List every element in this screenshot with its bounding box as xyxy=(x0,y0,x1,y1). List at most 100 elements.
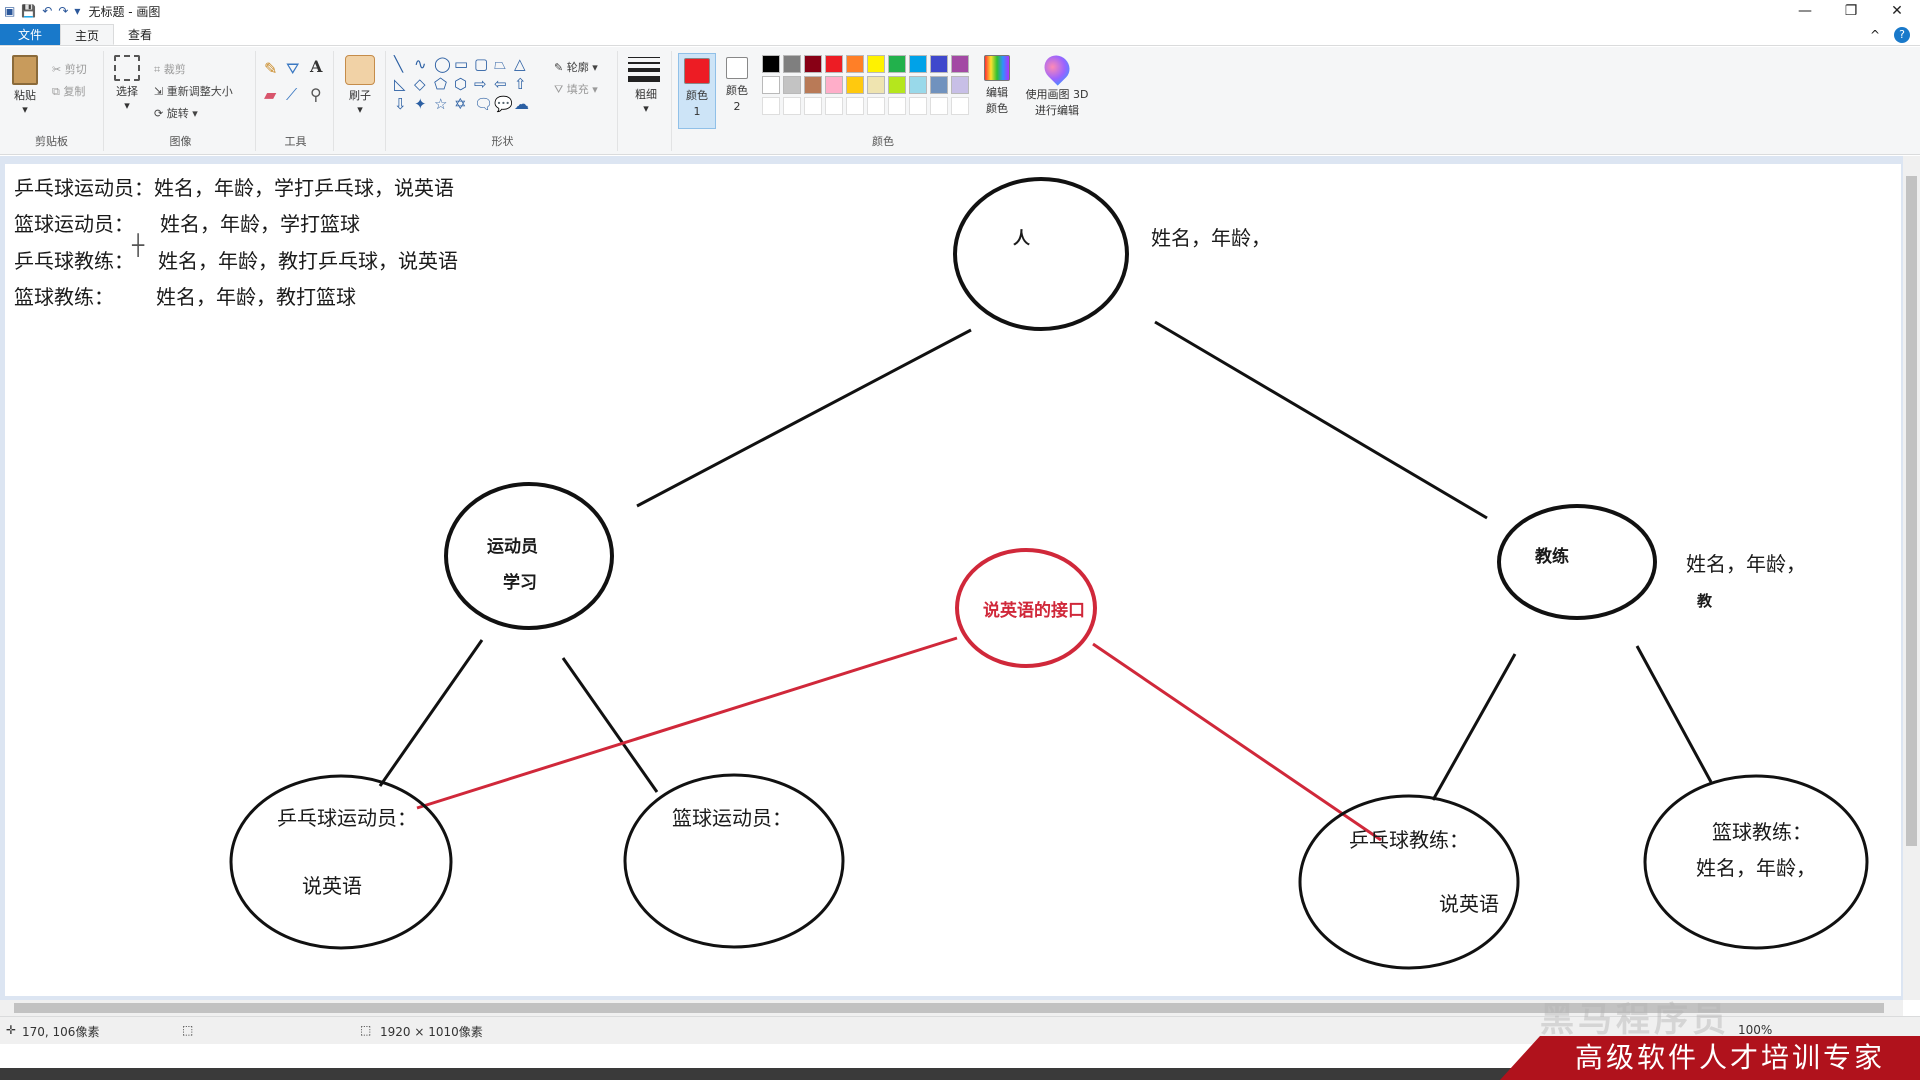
cloud-callout-shape-icon[interactable]: ☁ xyxy=(514,95,529,113)
ribbon: 粘贴 ▾ ✂ 剪切 ⧉ 复制 剪贴板 选择 ▾ ⌗ 裁剪 ⇲ 重新调整大小 ⟳ … xyxy=(0,47,1920,155)
outline-button[interactable]: ✎ 轮廓 ▾ xyxy=(554,61,598,74)
palette-color-swatch[interactable] xyxy=(825,76,843,94)
palette-color-swatch[interactable] xyxy=(951,76,969,94)
crop-button[interactable]: ⌗ 裁剪 xyxy=(154,63,186,76)
maximize-button[interactable]: ❐ xyxy=(1844,3,1858,19)
four-point-star-shape-icon[interactable]: ✦ xyxy=(414,95,427,113)
horizontal-scrollbar[interactable] xyxy=(0,1000,1903,1016)
color-picker-icon[interactable]: ⟋ xyxy=(286,85,298,104)
palette-color-swatch[interactable] xyxy=(930,76,948,94)
edit-with-paint3d-button[interactable]: 使用画图 3D 进行编辑 xyxy=(1024,50,1090,119)
help-icon[interactable]: ? xyxy=(1894,27,1910,43)
color1-button[interactable]: 颜色 1 xyxy=(678,53,716,129)
palette-color-swatch[interactable] xyxy=(804,55,822,73)
palette-color-swatch[interactable] xyxy=(846,55,864,73)
triangle-shape-icon[interactable]: △ xyxy=(514,55,526,73)
palette-color-swatch[interactable] xyxy=(909,55,927,73)
drawing-canvas[interactable]: 乒乓球运动员：姓名，年龄，学打乒乓球，说英语 篮球运动员： 姓名，年龄，学打篮球… xyxy=(5,164,1901,996)
pentagon-shape-icon[interactable]: ⬠ xyxy=(434,75,448,93)
line-weight-icon xyxy=(628,57,660,82)
curve-shape-icon[interactable]: ∿ xyxy=(414,55,427,73)
polygon-shape-icon[interactable]: ⏢ xyxy=(494,55,507,73)
palette-color-swatch[interactable] xyxy=(825,97,843,115)
quick-access-toolbar: ▣ 💾 ↶ ↷ ▾ xyxy=(0,4,80,18)
palette-color-swatch[interactable] xyxy=(930,55,948,73)
resize-button[interactable]: ⇲ 重新调整大小 xyxy=(154,85,233,98)
canvas-size-icon: ⬚ xyxy=(360,1023,372,1037)
palette-color-swatch[interactable] xyxy=(930,97,948,115)
up-arrow-shape-icon[interactable]: ⇧ xyxy=(514,75,527,93)
palette-color-swatch[interactable] xyxy=(951,55,969,73)
line-shape-icon[interactable]: ╲ xyxy=(394,55,404,73)
close-button[interactable]: ✕ xyxy=(1891,3,1903,19)
palette-color-swatch[interactable] xyxy=(867,76,885,94)
diamond-shape-icon[interactable]: ◇ xyxy=(414,75,426,93)
line-interface-pp-athlete xyxy=(416,636,958,810)
vertical-scrollbar[interactable] xyxy=(1903,156,1920,1000)
right-triangle-shape-icon[interactable]: ◺ xyxy=(394,75,406,93)
palette-color-swatch[interactable] xyxy=(804,97,822,115)
paste-button[interactable]: 粘贴 ▾ xyxy=(8,55,42,117)
fill-bucket-icon[interactable]: ⛛ xyxy=(286,59,300,78)
size-button[interactable]: 粗细 ▾ xyxy=(628,57,664,116)
minimize-button[interactable]: — xyxy=(1798,3,1812,19)
rounded-rectangle-shape-icon[interactable]: ▢ xyxy=(474,55,489,73)
oval-callout-shape-icon[interactable]: 💬 xyxy=(494,95,513,113)
tab-view[interactable]: 查看 xyxy=(128,28,153,42)
edit-colors-button[interactable]: 编辑颜色 xyxy=(980,55,1014,117)
customize-dropdown-icon[interactable]: ▾ xyxy=(74,4,81,18)
palette-color-swatch[interactable] xyxy=(783,55,801,73)
line-athlete-bb xyxy=(561,657,659,793)
palette-color-swatch[interactable] xyxy=(888,55,906,73)
rotate-button[interactable]: ⟳ 旋转 ▾ xyxy=(154,107,198,120)
tab-home[interactable]: 主页 xyxy=(60,24,115,45)
tab-file[interactable]: 文件 xyxy=(0,24,61,45)
palette-color-swatch[interactable] xyxy=(888,97,906,115)
oval-shape-icon[interactable]: ◯ xyxy=(434,55,451,73)
collapse-ribbon-icon[interactable]: ^ xyxy=(1869,28,1880,42)
palette-color-swatch[interactable] xyxy=(762,97,780,115)
five-point-star-shape-icon[interactable]: ☆ xyxy=(434,95,448,113)
right-arrow-shape-icon[interactable]: ⇨ xyxy=(474,75,487,93)
magnifier-icon[interactable]: ⚲ xyxy=(310,85,322,104)
palette-color-swatch[interactable] xyxy=(867,97,885,115)
palette-color-swatch[interactable] xyxy=(762,76,780,94)
fill-button[interactable]: ⛛ 填充 ▾ xyxy=(554,83,598,96)
palette-color-swatch[interactable] xyxy=(951,97,969,115)
palette-color-swatch[interactable] xyxy=(909,76,927,94)
rectangle-shape-icon[interactable]: ▭ xyxy=(454,55,469,73)
palette-color-swatch[interactable] xyxy=(762,55,780,73)
eraser-icon[interactable]: ▰ xyxy=(264,85,277,104)
scissors-icon: ✂ xyxy=(52,63,65,76)
redo-icon[interactable]: ↷ xyxy=(58,4,69,18)
color2-button[interactable]: 颜色 2 xyxy=(720,57,754,115)
hexagon-shape-icon[interactable]: ⬡ xyxy=(454,75,468,93)
six-point-star-shape-icon[interactable]: ✡ xyxy=(454,95,467,113)
left-arrow-shape-icon[interactable]: ⇦ xyxy=(494,75,507,93)
undo-icon[interactable]: ↶ xyxy=(42,4,53,18)
cursor-position: 170, 106像素 xyxy=(22,1025,100,1039)
save-icon[interactable]: 💾 xyxy=(21,4,37,18)
down-arrow-shape-icon[interactable]: ⇩ xyxy=(394,95,407,113)
bb-coach-label: 篮球教练： xyxy=(1712,820,1812,844)
callout-shape-icon[interactable]: 🗨 xyxy=(474,95,494,113)
pencil-icon[interactable]: ✎ xyxy=(264,59,278,78)
copy-button[interactable]: ⧉ 复制 xyxy=(52,85,86,98)
palette-color-swatch[interactable] xyxy=(846,97,864,115)
palette-color-swatch[interactable] xyxy=(804,76,822,94)
palette-color-swatch[interactable] xyxy=(825,55,843,73)
cut-button[interactable]: ✂ 剪切 xyxy=(52,63,87,76)
brushes-button[interactable]: 刷子 ▾ xyxy=(342,55,378,117)
select-button[interactable]: 选择 ▾ xyxy=(112,55,142,113)
interface-node xyxy=(955,548,1097,668)
palette-color-swatch[interactable] xyxy=(909,97,927,115)
coach-node xyxy=(1497,504,1657,620)
palette-color-swatch[interactable] xyxy=(783,76,801,94)
line-interface-pp-coach xyxy=(1092,642,1382,842)
palette-color-swatch[interactable] xyxy=(888,76,906,94)
line-coach-bb xyxy=(1635,645,1713,783)
palette-color-swatch[interactable] xyxy=(846,76,864,94)
text-tool-icon[interactable]: A xyxy=(310,57,323,76)
palette-color-swatch[interactable] xyxy=(783,97,801,115)
palette-color-swatch[interactable] xyxy=(867,55,885,73)
